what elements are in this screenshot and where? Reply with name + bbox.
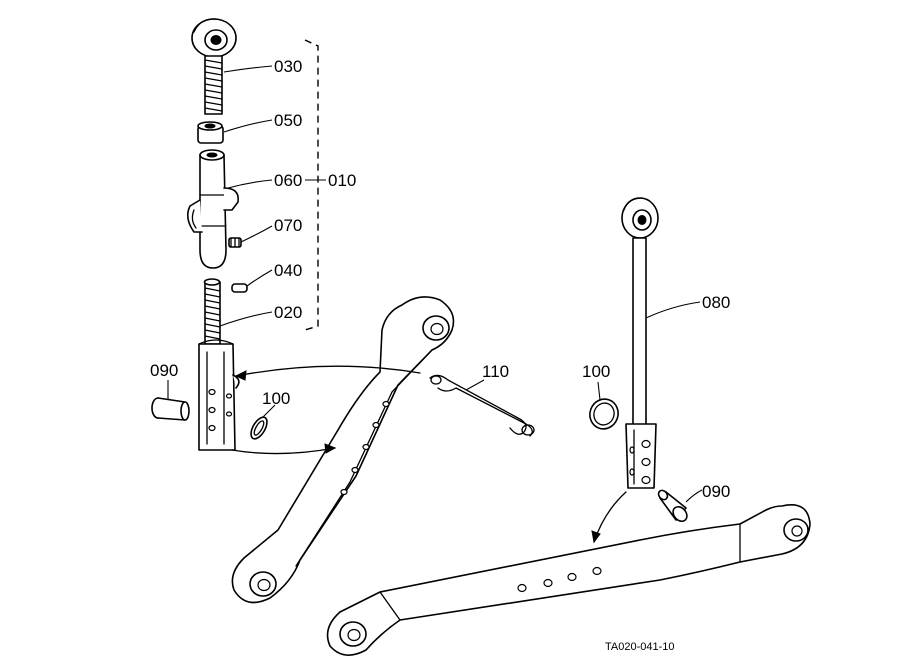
callout-050: 050 <box>274 111 302 130</box>
callout-040: 040 <box>274 261 302 280</box>
callout-060: 060 <box>274 171 302 190</box>
set-screw <box>228 237 242 248</box>
callout-030: 030 <box>274 57 302 76</box>
right-lower-link <box>326 504 811 656</box>
callout-090-right: 090 <box>702 482 730 501</box>
lift-rod-assembly <box>621 197 659 489</box>
check-spring <box>429 374 535 437</box>
callout-110: 110 <box>482 362 509 381</box>
top-link-assembly <box>186 18 319 451</box>
callout-010: 010 <box>328 171 356 190</box>
callout-100-right: 100 <box>582 362 610 381</box>
threaded-rod-lower <box>203 278 221 345</box>
assembly-bracket <box>304 39 319 331</box>
callout-100-left: 100 <box>262 389 290 408</box>
snap-ring-right <box>589 398 619 430</box>
spring-pin <box>231 283 248 293</box>
ball-joint-eye <box>191 18 237 58</box>
arrow-head-3 <box>591 530 601 544</box>
snap-ring-left <box>250 416 268 440</box>
left-lower-link <box>231 296 455 604</box>
clevis-fork <box>198 339 240 451</box>
callout-020: 020 <box>274 303 302 322</box>
arrow-clevis-to-link <box>231 447 336 455</box>
threaded-rod-upper <box>204 55 223 115</box>
arrow-spring-to-clevis <box>235 365 421 377</box>
leader-lines <box>167 65 703 503</box>
lock-nut <box>197 121 224 144</box>
turnbuckle-body <box>186 149 240 269</box>
callout-090-left: 090 <box>150 361 178 380</box>
callout-080: 080 <box>702 293 730 312</box>
clevis-pin-left <box>151 397 190 421</box>
callout-070: 070 <box>274 216 302 235</box>
arrow-head-2 <box>324 443 337 454</box>
figure-code: TA020-041-10 <box>605 641 675 653</box>
clevis-pin-right <box>657 489 688 523</box>
arrow-head-1 <box>234 370 247 381</box>
